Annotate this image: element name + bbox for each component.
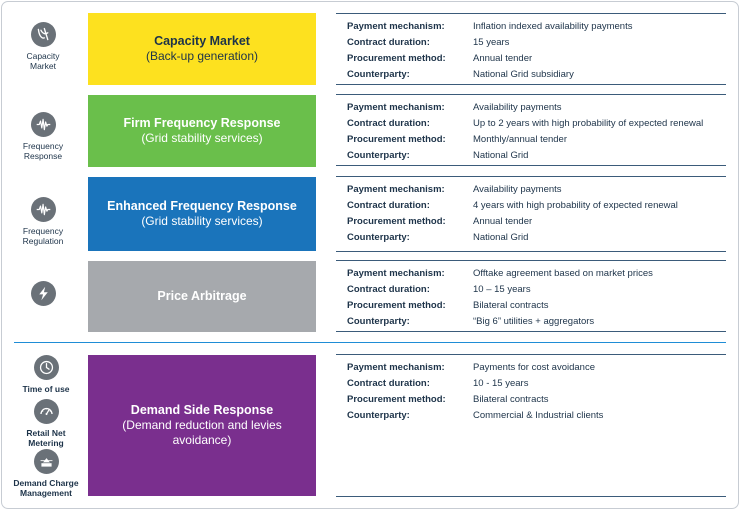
detail-key: Counterparty: [347,316,410,327]
detail-value: Availability payments [473,184,562,195]
detail-key: Contract duration: [347,37,430,48]
detail-key: Payment mechanism: [347,102,445,113]
demand-title: Demand Side Response [130,403,274,417]
lightning-icon [30,281,56,306]
row-icon-column: Frequency Response [10,112,76,161]
detail-key: Contract duration: [347,378,430,389]
market-title: Price Arbitrage [157,289,247,303]
detail-value: 10 – 15 years [473,284,531,295]
detail-key: Payment mechanism: [347,268,445,279]
contract-details: Payment mechanism: Payments for cost avoi… [336,354,726,497]
cap-icon [33,449,59,474]
demand-icon-item: Time of use [10,355,82,394]
demand-subtitle: (Demand reduction and levies avoidance) [122,418,282,447]
detail-key: Contract duration: [347,284,430,295]
detail-value: 4 years with high probability of expecte… [473,200,678,211]
detail-value: 15 years [473,37,510,48]
detail-key: Payment mechanism: [347,184,445,195]
contract-details: Payment mechanism: Inflation indexed avai… [336,13,726,85]
detail-key: Payment mechanism: [347,21,445,32]
detail-key: Procurement method: [347,300,446,311]
market-box: Capacity Market(Back-up generation) [88,13,316,85]
demand-icon-item: Retail Net Metering [10,399,82,448]
detail-value: Annual tender [473,53,533,64]
market-box: Firm Frequency Response(Grid stability s… [88,95,316,167]
waveform-icon [30,197,56,222]
detail-value: Up to 2 years with high probability of e… [473,118,704,129]
market-box: Price Arbitrage [88,261,316,332]
detail-key: Counterparty: [347,69,410,80]
pulse-icon [30,22,56,47]
demand-icon-item: Demand Charge Management [10,449,82,498]
market-title: Enhanced Frequency Response [107,199,297,213]
market-subtitle: (Grid stability services) [141,214,263,228]
market-subtitle: (Back-up generation) [145,49,259,63]
detail-value: Monthly/annual tender [473,134,568,145]
market-box: Enhanced Frequency Response(Grid stabili… [88,177,316,251]
row-icon-column [10,281,76,306]
detail-value: Availability payments [473,102,562,113]
market-subtitle: (Grid stability services) [141,131,263,145]
icon-label: Retail Net Metering [26,428,66,448]
icon-label: Demand Charge Management [13,478,79,498]
icon-label: Frequency Regulation [22,226,64,246]
market-title: Firm Frequency Response [123,116,281,130]
detail-value: “Big 6” utilities + aggregators [473,316,595,327]
icon-label: Time of use [22,384,70,394]
detail-value: Bilateral contracts [473,394,549,405]
detail-value: 10 - 15 years [473,378,529,389]
detail-value: Commercial & Industrial clients [473,410,604,421]
waveform-icon [30,112,56,137]
icon-label: Capacity Market [26,51,60,71]
detail-value: Annual tender [473,216,533,227]
detail-value: Payments for cost avoidance [473,362,595,373]
clock-icon [33,355,59,380]
detail-key: Procurement method: [347,134,446,145]
detail-key: Contract duration: [347,118,430,129]
gauge-icon [33,399,59,424]
detail-key: Counterparty: [347,150,410,161]
detail-key: Procurement method: [347,216,446,227]
detail-key: Payment mechanism: [347,362,445,373]
detail-value: National Grid [473,232,529,243]
detail-key: Contract duration: [347,200,430,211]
detail-value: Bilateral contracts [473,300,549,311]
detail-key: Counterparty: [347,410,410,421]
detail-key: Procurement method: [347,53,446,64]
detail-value: National Grid subsidiary [473,69,574,80]
icon-label: Frequency Response [22,141,64,161]
row-icon-column: Capacity Market [10,22,76,71]
demand-side-box: Demand Side Response(Demand reduction an… [88,355,316,496]
detail-value: National Grid [473,150,529,161]
detail-value: Inflation indexed availability payments [473,21,633,32]
detail-key: Counterparty: [347,232,410,243]
section-separator [14,342,726,343]
detail-key: Procurement method: [347,394,446,405]
contract-details: Payment mechanism: Offtake agreement base… [336,260,726,332]
market-title: Capacity Market [154,34,250,48]
row-icon-column: Frequency Regulation [10,197,76,246]
detail-value: Offtake agreement based on market prices [473,268,653,279]
